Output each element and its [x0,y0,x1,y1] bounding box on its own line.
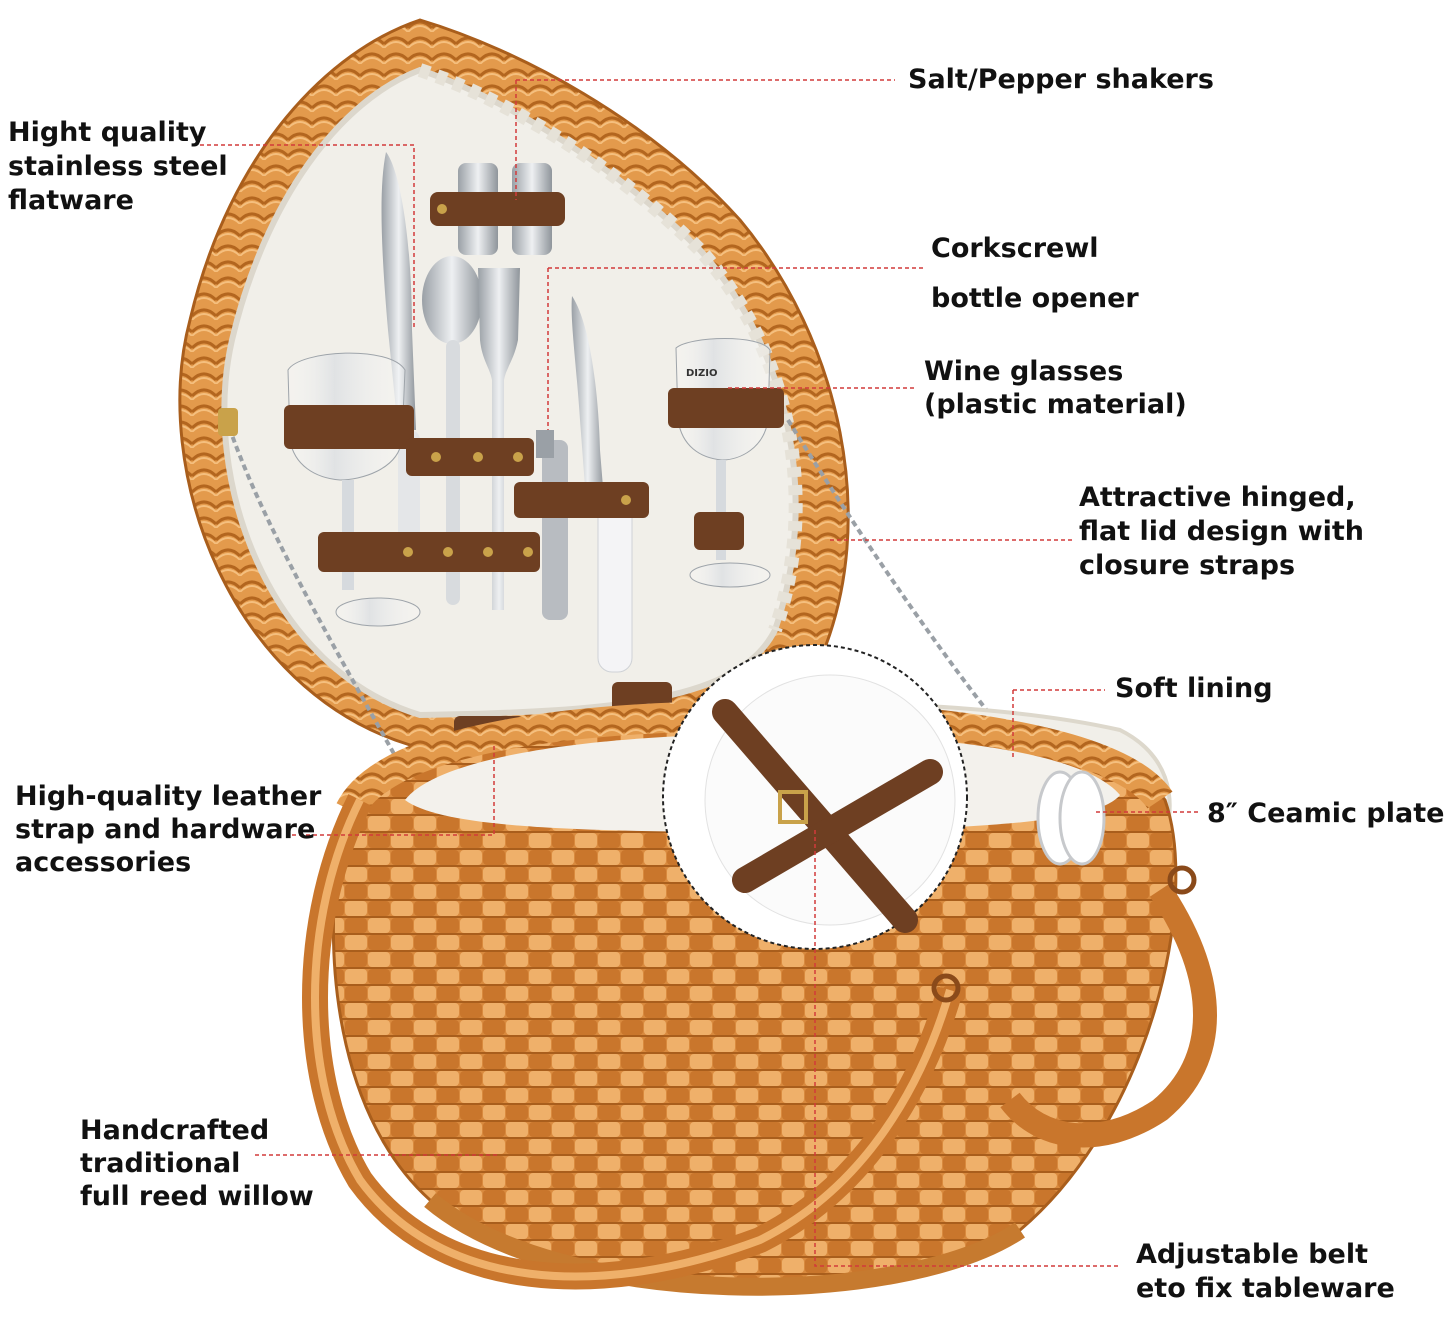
label-leather-1: High-quality leather [15,781,322,812]
right-chain [786,418,1012,742]
label-corkscrew-1: Corkscrewl [931,233,1099,264]
basket-bottom-rim [424,1193,1025,1296]
label-lining: Soft lining [1115,673,1273,704]
label-flatware-1: Hight quality [8,117,207,148]
label-leather-2: strap and hardware [15,814,315,845]
left-chain [224,417,422,801]
basket-handle [302,794,1217,1290]
label-flatware-2: stainless steel [8,151,228,182]
callout-labels: Salt/Pepper shakers Hight quality stainl… [8,64,1444,1304]
label-wine-glasses-1: Wine glasses [924,356,1123,387]
label-willow-2: traditional [80,1148,240,1179]
label-willow-3: full reed willow [80,1181,314,1212]
label-belt-1: Adjustable belt [1136,1239,1368,1270]
ceramic-plates [1036,770,1106,866]
label-lid-3: closure straps [1079,550,1295,581]
lid-lining-ruffle [417,63,803,633]
salt-pepper-shakers [430,163,565,255]
label-leather-3: accessories [15,847,191,878]
glass-print-text: DIZIO [686,368,718,379]
label-lid-2: flat lid design with [1079,516,1364,547]
label-wine-glasses-2: (plastic material) [924,389,1187,420]
right-wine-glass: DIZIO [675,338,771,588]
hinge-hook [218,408,238,436]
label-lid-1: Attractive hinged, [1079,482,1356,513]
label-willow-1: Handcrafted [80,1115,269,1146]
label-corkscrew-2: bottle opener [931,283,1139,314]
label-flatware-3: flatware [8,185,134,216]
label-plates: 8″ Ceamic plates [1207,798,1444,829]
plates-zoom-inset [662,644,968,950]
label-salt-pepper: Salt/Pepper shakers [908,64,1214,95]
label-belt-2: eto fix tableware [1136,1273,1395,1304]
leader-lines [193,79,1200,1267]
